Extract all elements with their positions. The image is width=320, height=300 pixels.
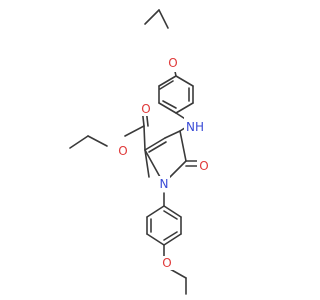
bond-c5-n — [144, 149, 161, 178]
atom-labels: O NH N O O O O — [116, 56, 211, 270]
bond-c2-n — [169, 160, 187, 178]
bond-top-ring-3b — [162, 100, 177, 109]
bond-ester-c-o-single — [124, 125, 145, 137]
bond-c4-c5 — [144, 137, 166, 151]
bond-bottom-ring-6b — [163, 210, 178, 220]
atom-label-o-carbonyl: O — [199, 159, 208, 173]
bond-bottom-ring-1 — [146, 205, 165, 218]
bond-top-ring-1 — [158, 75, 177, 87]
bond-bottom-ring-3 — [146, 233, 165, 246]
bond-top-ring-3 — [158, 102, 177, 114]
atom-label-nh: NH — [186, 120, 204, 134]
bond-top-ethyl-co — [158, 9, 169, 29]
bond-bottom-ring-4b — [163, 231, 178, 241]
atom-label-o-bottom: O — [162, 256, 171, 270]
bond-c3-c4 — [164, 130, 181, 139]
bond-top-ring-6 — [175, 75, 194, 87]
atom-label-o-ester-carbonyl: O — [141, 102, 150, 116]
atom-label-o-top: O — [168, 56, 177, 70]
atom-label-o-ester: O — [118, 144, 127, 158]
bond-c4-c5-double — [148, 141, 167, 153]
molecule-structure-diagram: O NH N O O O O — [69, 9, 211, 295]
bond-c5-ester-c — [143, 125, 146, 151]
bond-bottom-ring-4 — [163, 233, 182, 246]
bond-top-ring-1b — [159, 80, 174, 90]
bond-bottom-ring-6 — [163, 205, 182, 218]
bonds — [69, 9, 200, 295]
bond-bottom-o-ch2 — [169, 268, 187, 279]
bond-top-ring-4 — [175, 102, 194, 114]
bond-ester-o-ch2 — [87, 135, 108, 147]
bond-methyl — [144, 149, 150, 178]
bond-ester-ch2-ch3 — [69, 135, 89, 149]
bond-top-ethyl-cc — [144, 9, 160, 25]
atom-label-n-ring: N — [160, 177, 169, 191]
bond-c3-c2 — [179, 130, 187, 162]
